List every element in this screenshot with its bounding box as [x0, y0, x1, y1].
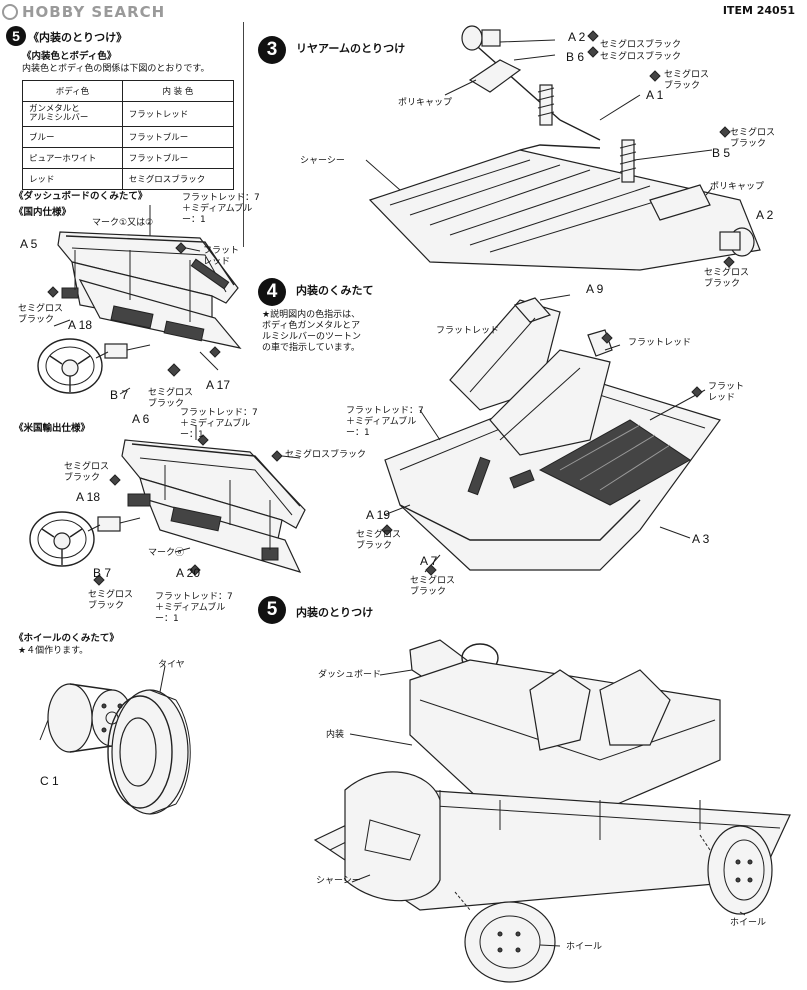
step5a-title: 《内装のとりつけ》	[28, 31, 128, 44]
table-row: レッド セミグロスブラック	[22, 168, 235, 190]
label-flat-red-4: フラットレッド	[436, 326, 500, 336]
part-a18b: A 18	[76, 490, 101, 504]
part-b5: B 5	[712, 146, 731, 160]
dash-heading: 《ダッシュボードのくみたて》	[14, 191, 148, 202]
label-mark-a: マークⓐ	[148, 548, 185, 558]
part-a19: A 19	[366, 508, 391, 522]
step5b-title: 内装のとりつけ	[296, 606, 374, 619]
label-sg-a1: セミグロス ブラック	[664, 70, 710, 91]
label-wheel-5: ホイール	[730, 918, 767, 928]
label-flat-red: フラット レッド	[203, 246, 240, 267]
label-sg-b5: セミグロス ブラック	[730, 128, 776, 149]
label-flat-red-mix: フラットレッド：7 ＋ミディアムブル ー：1	[182, 193, 260, 225]
label-flat-red-mix3: フラットレッド：7 ＋ミディアムブル ー：1	[155, 592, 233, 624]
table-cell: ガンメタルと アルミシルバー	[22, 101, 123, 127]
watermark-text: HOBBY SEARCH	[22, 3, 166, 21]
step3-number: 3	[258, 36, 286, 64]
part-b7: B 7	[110, 388, 129, 402]
label-flat-red-4b: フラットレッド	[628, 338, 692, 348]
label-sg-b6: セミグロスブラック	[600, 52, 682, 62]
part-b6: B 6	[566, 50, 585, 64]
label-chassis-5: シャーシー	[316, 876, 361, 886]
part-a2b: A 2	[756, 208, 774, 222]
label-wheel-5b: ホイール	[566, 942, 603, 952]
wheel-note: ★４個作ります。	[18, 646, 89, 656]
part-a6: A 6	[132, 412, 150, 426]
part-a7: A 7	[420, 554, 438, 568]
label-semigloss-us2: セミグロス ブラック	[64, 462, 110, 483]
label-dashboard: ダッシュボード	[318, 670, 382, 680]
step4-number: 4	[258, 278, 286, 306]
step5a-number: 5	[6, 26, 26, 46]
part-b7b: B 7	[93, 566, 112, 580]
dash-us-heading: 《米国輸出仕様》	[14, 423, 91, 434]
step5b-number: 5	[258, 596, 286, 624]
part-a3: A 3	[692, 532, 710, 546]
watermark: HOBBY SEARCH	[2, 3, 165, 21]
part-c1: C 1	[40, 774, 59, 788]
step4-note: ★説明図内の色指示は、 ボディ色ガンメタルとア ルミシルバーのツートン の車で指…	[262, 310, 362, 353]
dash-domestic-heading: 《国内仕様》	[14, 207, 72, 218]
label-mix-4: フラットレッド：7 ＋ミディアムブル ー：1	[346, 406, 424, 438]
part-a2: A 2	[568, 30, 586, 44]
step3-title: リヤアームのとりつけ	[296, 42, 406, 55]
label-poly-cap2: ポリキャップ	[710, 182, 765, 192]
color-note: 内装色とボディ色の関係は下図のとおりです。	[22, 64, 210, 74]
part-a20: A 20	[176, 566, 201, 580]
part-a5: A 5	[20, 237, 38, 251]
label-flat-red-4c: フラット レッド	[708, 382, 745, 403]
watermark-logo-icon	[2, 4, 18, 20]
color-heading: 《内装色とボディ色》	[22, 51, 117, 62]
label-sg-a19: セミグロス ブラック	[356, 530, 402, 551]
label-semigloss-b7b: セミグロス ブラック	[88, 590, 134, 611]
label-sg-a2b: セミグロス ブラック	[704, 268, 750, 289]
label-flat-red-mix2: フラットレッド：7 ＋ミディアムブル ー：1	[180, 408, 258, 440]
color-table: ボディ色 内 装 色 ガンメタルと アルミシルバー フラットレッド ブルー フラ…	[22, 80, 235, 190]
part-a17: A 17	[206, 378, 231, 392]
label-tire: タイヤ	[158, 660, 185, 670]
step4-title: 内装のくみたて	[296, 284, 374, 297]
label-sg-a7: セミグロス ブラック	[410, 576, 456, 597]
wheel-heading: 《ホイールのくみたて》	[14, 633, 119, 644]
part-a18: A 18	[68, 318, 93, 332]
label-interior: 内装	[326, 730, 345, 740]
label-chassis-3: シャーシー	[300, 156, 345, 166]
label-semigloss-us: セミグロスブラック	[285, 450, 367, 460]
label-mark12: マーク①又は②	[92, 218, 154, 228]
table-row: ブルー フラットブルー	[22, 126, 235, 148]
table-cell: セミグロスブラック	[121, 168, 235, 190]
label-sg-a2: セミグロスブラック	[600, 40, 682, 50]
part-a9: A 9	[586, 282, 604, 296]
item-number: ITEM 24051	[722, 4, 795, 17]
part-a1: A 1	[646, 88, 664, 102]
label-poly-cap: ポリキャップ	[398, 98, 453, 108]
label-semigloss: セミグロス ブラック	[18, 304, 64, 325]
label-semigloss-b7: セミグロス ブラック	[148, 388, 194, 409]
column-divider	[243, 22, 244, 247]
